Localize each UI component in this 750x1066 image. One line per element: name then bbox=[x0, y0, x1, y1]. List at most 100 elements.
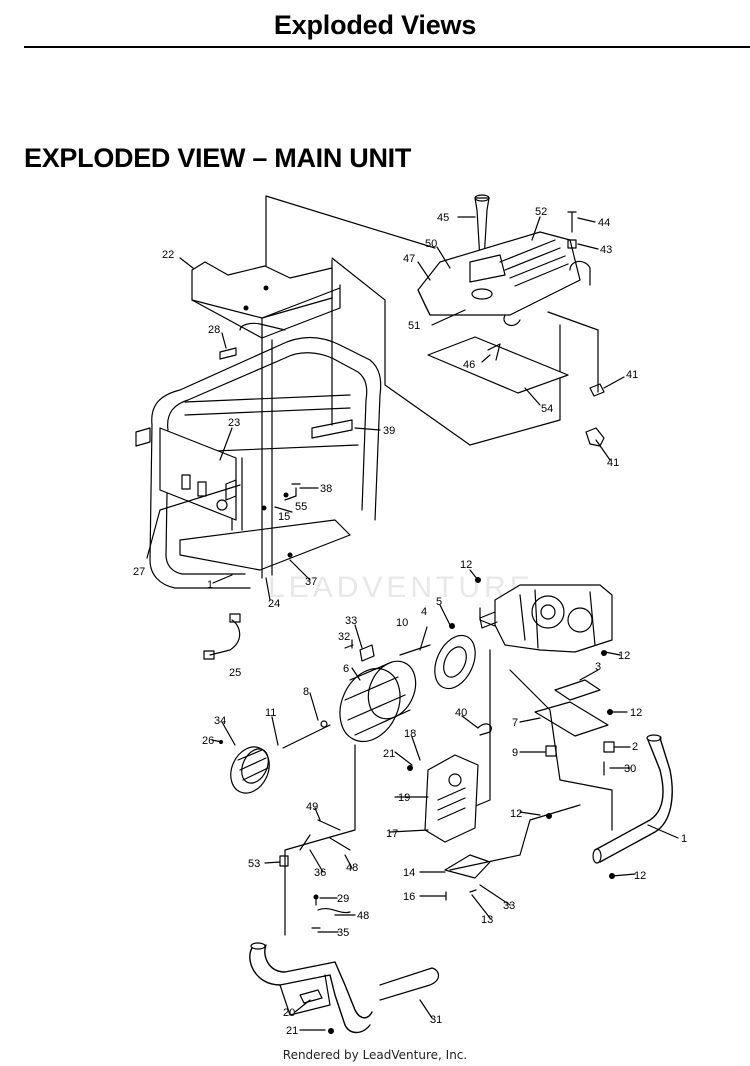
callout: 35 bbox=[337, 927, 349, 939]
callout: 39 bbox=[383, 425, 395, 437]
part-25-connector bbox=[229, 613, 241, 623]
wire-route-base bbox=[449, 804, 581, 871]
callout: 48 bbox=[346, 862, 358, 874]
part-54-plate bbox=[427, 336, 569, 394]
callout: 37 bbox=[305, 576, 317, 588]
part-25-plug bbox=[203, 650, 215, 660]
callout: 52 bbox=[535, 206, 547, 218]
callout: 46 bbox=[463, 359, 475, 371]
part-47-fuel-tank bbox=[417, 231, 591, 327]
wire-route-lower bbox=[284, 744, 356, 936]
part-46-bracket bbox=[487, 343, 501, 361]
part-6-alternator bbox=[339, 660, 417, 743]
callout: 55 bbox=[295, 501, 307, 513]
part-22-top-cover bbox=[191, 261, 341, 339]
callout: 36 bbox=[314, 867, 326, 879]
part-9-mount bbox=[545, 745, 557, 757]
callout: 21 bbox=[383, 748, 395, 760]
callout: 23 bbox=[228, 417, 240, 429]
page-header: Exploded Views bbox=[273, 10, 477, 40]
part-49-wires bbox=[299, 819, 351, 851]
part-41-nut-a bbox=[589, 383, 605, 397]
callout: 1 bbox=[681, 833, 687, 845]
callout: 45 bbox=[437, 212, 449, 224]
header-rule bbox=[24, 46, 750, 48]
callout: 16 bbox=[403, 891, 415, 903]
callout: 12 bbox=[634, 870, 646, 882]
callout: 25 bbox=[229, 667, 241, 679]
callout: 9 bbox=[512, 747, 518, 759]
callout: 41 bbox=[626, 369, 638, 381]
callout: 18 bbox=[404, 728, 416, 740]
part-17-module bbox=[424, 754, 479, 843]
callout: 33 bbox=[345, 615, 357, 627]
part-3-rail bbox=[554, 679, 601, 701]
callout: 21 bbox=[286, 1025, 298, 1037]
callout: 30 bbox=[624, 763, 636, 775]
part-7-bracket bbox=[534, 701, 609, 737]
callout: 11 bbox=[265, 707, 276, 719]
part-48-cable bbox=[317, 908, 351, 914]
wire-route-side bbox=[331, 257, 561, 446]
wire-route-frame bbox=[509, 669, 613, 831]
callout: 13 bbox=[481, 914, 493, 926]
callout: 26 bbox=[202, 735, 214, 747]
callout: 10 bbox=[396, 617, 408, 629]
callout: 34 bbox=[214, 715, 226, 727]
wire-route-top bbox=[265, 195, 436, 286]
callout: 33 bbox=[503, 900, 515, 912]
wire-route-right bbox=[547, 311, 599, 393]
callout: 32 bbox=[338, 631, 350, 643]
callout: 41 bbox=[607, 457, 619, 469]
part-43-grommet bbox=[567, 239, 577, 249]
callout: 27 bbox=[133, 566, 145, 578]
callout: 40 bbox=[455, 707, 467, 719]
part-23-control-panel bbox=[135, 427, 237, 521]
callout: 19 bbox=[398, 792, 410, 804]
callout: 12 bbox=[618, 650, 630, 662]
part-14-bracket bbox=[444, 854, 491, 879]
callout: 53 bbox=[248, 858, 260, 870]
part-4-housing bbox=[434, 634, 476, 690]
section-title: EXPLODED VIEW – MAIN UNIT bbox=[24, 143, 412, 173]
callout-labels: 22 28 23 27 1 24 37 15 55 38 39 45 52 44… bbox=[133, 206, 687, 1037]
callout: 29 bbox=[337, 893, 349, 905]
footer-credit: Rendered by LeadVenture, Inc. bbox=[282, 1048, 468, 1062]
part-44-bolt bbox=[567, 211, 577, 233]
part-41-bracket-b bbox=[585, 427, 605, 447]
part-38-screw bbox=[291, 483, 301, 497]
callout: 51 bbox=[408, 320, 420, 332]
part-33-bracket bbox=[359, 644, 375, 662]
callout: 12 bbox=[460, 559, 472, 571]
callout: 17 bbox=[386, 828, 398, 840]
callout: 28 bbox=[208, 324, 220, 336]
callout: 48 bbox=[357, 910, 369, 922]
callout: 22 bbox=[162, 249, 174, 261]
part-40-clip bbox=[477, 723, 492, 736]
callout: 2 bbox=[632, 741, 638, 753]
callout: 8 bbox=[303, 686, 309, 698]
callout: 6 bbox=[343, 663, 349, 675]
part-53-fuse bbox=[279, 855, 289, 867]
part-39-label bbox=[311, 419, 353, 439]
callout: 50 bbox=[425, 238, 437, 250]
callout: 54 bbox=[541, 403, 553, 415]
callout: 12 bbox=[510, 808, 522, 820]
watermark: LEADVENTURE bbox=[268, 571, 534, 604]
part-8-washer bbox=[320, 720, 328, 728]
callout: 3 bbox=[595, 661, 601, 673]
callout: 4 bbox=[421, 606, 427, 618]
callout: 47 bbox=[403, 253, 415, 265]
callout: 1 bbox=[207, 579, 213, 591]
callout: 49 bbox=[306, 801, 318, 813]
part-20-handle-bottom bbox=[249, 942, 440, 1034]
callout: 38 bbox=[320, 483, 332, 495]
part-10-bolt bbox=[399, 644, 431, 656]
part-1-handle-right bbox=[592, 734, 673, 864]
callout: 7 bbox=[512, 717, 518, 729]
callout: 5 bbox=[436, 596, 442, 608]
callout: 44 bbox=[598, 217, 610, 229]
callout: 31 bbox=[430, 1014, 442, 1026]
part-34-end-cover bbox=[230, 746, 270, 794]
